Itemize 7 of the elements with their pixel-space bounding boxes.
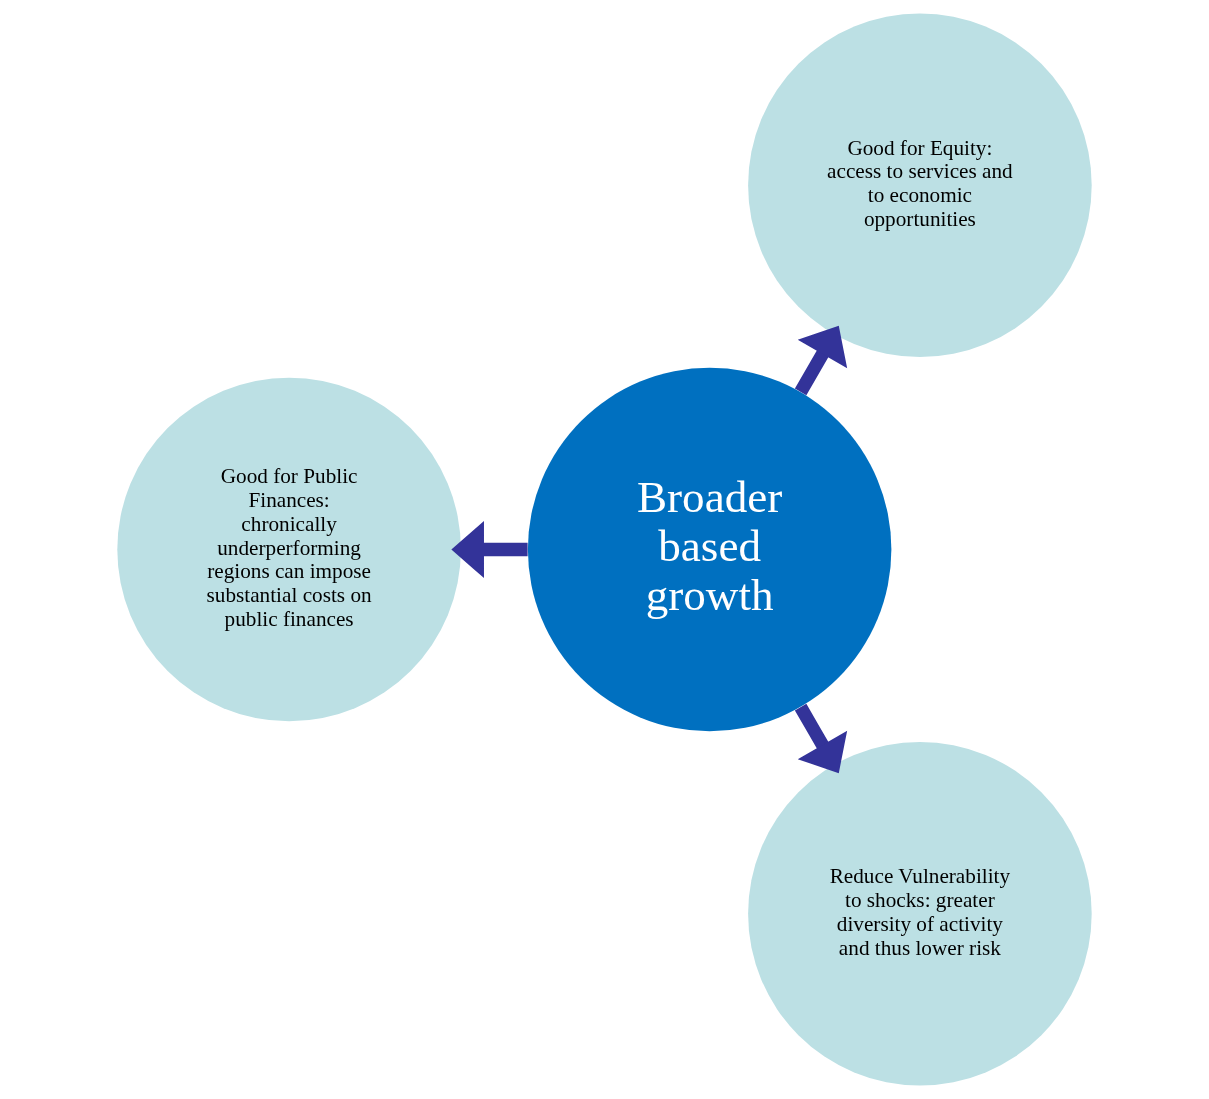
node-circle: Broader based growth [527, 367, 892, 732]
arrow [794, 703, 848, 774]
node-circle: Good for Public Finances: chronically underperforming regions can impose substantial costs on public finances [117, 377, 461, 722]
node-circle: Reduce Vulnerability to shocks: greater diversity of activity and thus lower risk [748, 741, 1092, 1086]
arrow [451, 520, 528, 579]
node-circle: Good for Equity: access to services and to economic opportunities [748, 13, 1092, 358]
arrow [794, 325, 848, 396]
